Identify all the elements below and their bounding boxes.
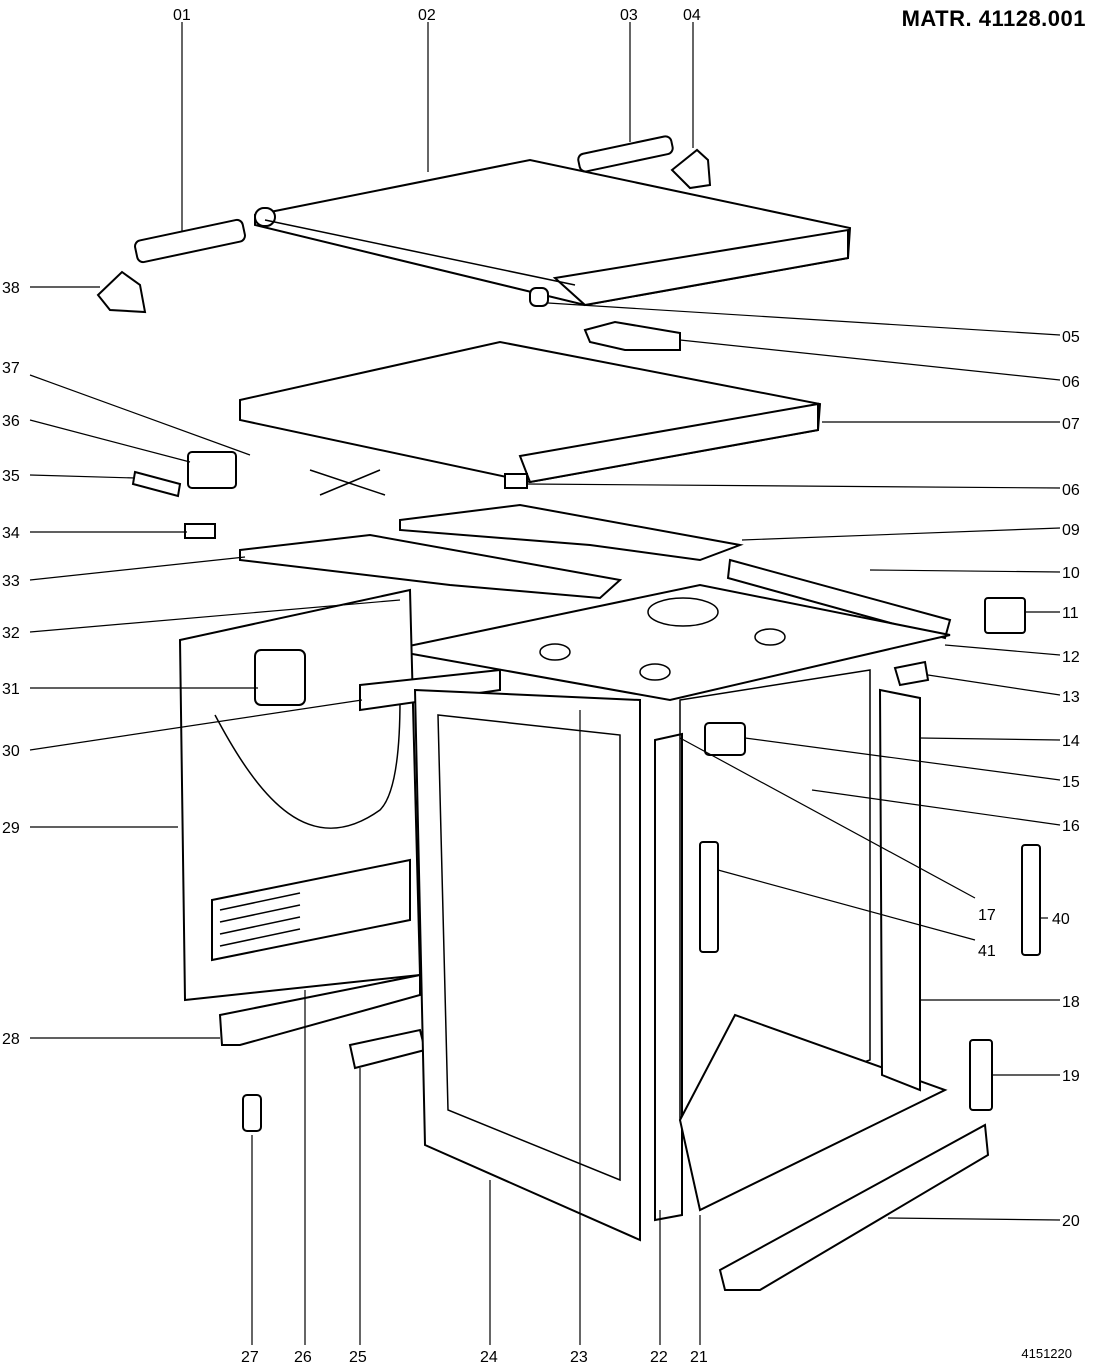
top-cover-part — [239, 340, 822, 489]
leader-lines — [29, 22, 1061, 1345]
label-03: 03 — [620, 7, 638, 24]
label-20: 20 — [1062, 1213, 1080, 1230]
hinge-bracket — [583, 320, 681, 351]
label-22: 22 — [650, 1349, 668, 1366]
door-strip — [654, 732, 683, 1222]
shelf-bracket-right — [1021, 844, 1041, 956]
label-25: 25 — [349, 1349, 367, 1366]
hinge-cap-right — [670, 148, 712, 190]
page-title: MATR. 41128.001 — [901, 6, 1086, 31]
label-29: 29 — [2, 820, 20, 837]
label-27: 27 — [241, 1349, 259, 1366]
label-02: 02 — [418, 7, 436, 24]
label-10: 10 — [1062, 565, 1080, 582]
vent-part — [211, 858, 411, 962]
label-07: 07 — [1062, 416, 1080, 433]
label-05: 05 — [1062, 329, 1080, 346]
clip-19 — [969, 1039, 993, 1111]
cross-spring — [309, 469, 386, 496]
label-16: 16 — [1062, 818, 1080, 835]
cabinet-body — [678, 669, 948, 1212]
grate-front — [239, 533, 623, 600]
rear-post — [878, 688, 921, 1092]
lid-part — [254, 158, 852, 307]
label-26: 26 — [294, 1349, 312, 1366]
hinge-rod-left — [134, 218, 246, 264]
thermostat — [704, 722, 746, 756]
label-33: 33 — [2, 573, 20, 590]
oven-door — [413, 688, 641, 1242]
foot-spring — [242, 1094, 262, 1132]
kick-bar — [348, 1028, 427, 1070]
label-04: 04 — [683, 7, 701, 24]
label-13: 13 — [1062, 689, 1080, 706]
hinge-rod-right — [577, 135, 674, 173]
label-17: 17 — [978, 907, 996, 924]
label-41: 41 — [978, 943, 996, 960]
control-unit — [254, 649, 306, 706]
label-18: 18 — [1062, 994, 1080, 1011]
label-01: 01 — [173, 7, 191, 24]
small-plate — [184, 523, 216, 539]
label-31: 31 — [2, 681, 20, 698]
label-12: 12 — [1062, 649, 1080, 666]
label-06: 06 — [1062, 374, 1080, 391]
label-40: 40 — [1052, 911, 1070, 928]
lid-catch — [529, 287, 549, 307]
plinth — [718, 1123, 990, 1291]
drawing-code: 4151220 — [1021, 1346, 1072, 1361]
shelf-bracket-left — [699, 841, 719, 953]
label-36: 36 — [2, 413, 20, 430]
label-28: 28 — [2, 1031, 20, 1048]
label-14: 14 — [1062, 733, 1080, 750]
label-23: 23 — [570, 1349, 588, 1366]
hinge-block — [187, 451, 237, 489]
label-35: 35 — [2, 468, 20, 485]
label-32: 32 — [2, 625, 20, 642]
grate-rear — [399, 503, 744, 562]
rear-rail — [726, 558, 952, 640]
hinge-cap-left — [96, 270, 147, 314]
hinge-plate — [131, 470, 182, 498]
part-number-labels: 01 02 03 04 05 06 07 06 09 10 11 12 13 1… — [2, 7, 1080, 1366]
label-11: 11 — [1062, 605, 1079, 622]
clip-11 — [984, 597, 1026, 634]
label-21: 21 — [690, 1349, 708, 1366]
label-24: 24 — [480, 1349, 498, 1366]
clip-13 — [893, 660, 930, 687]
label-30: 30 — [2, 743, 20, 760]
hob-part — [389, 583, 951, 702]
label-09: 09 — [1062, 522, 1080, 539]
label-34: 34 — [2, 525, 20, 542]
label-19: 19 — [1062, 1068, 1080, 1085]
label-06b: 06 — [1062, 482, 1080, 499]
label-38: 38 — [2, 280, 20, 297]
bottom-front-rail — [218, 973, 421, 1046]
label-37: 37 — [2, 360, 20, 377]
label-15: 15 — [1062, 774, 1080, 791]
